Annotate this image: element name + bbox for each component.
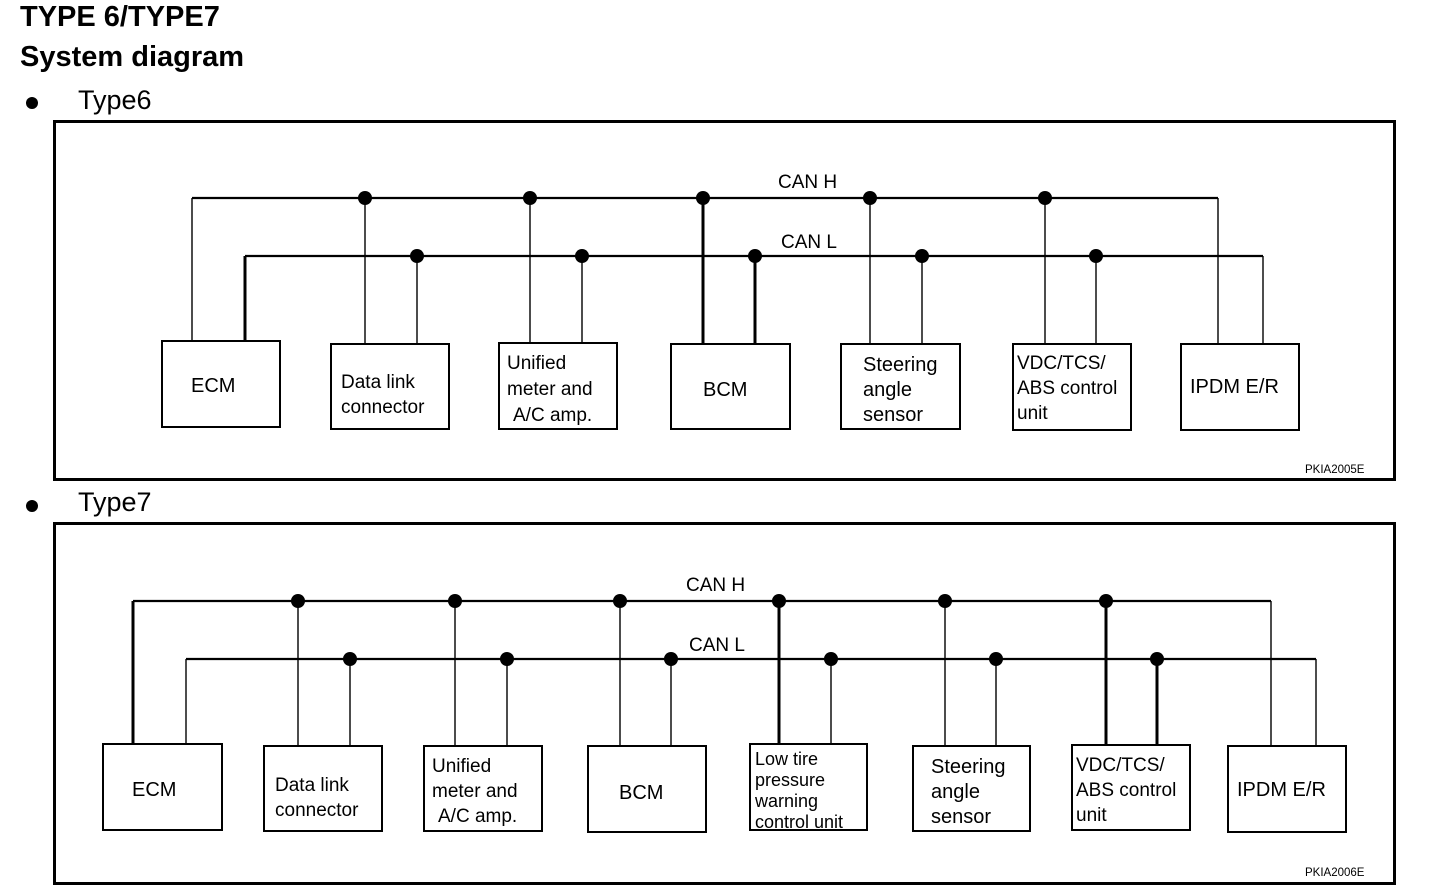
- type6-bcm-label: BCM: [703, 379, 747, 401]
- type7-bcm-label-line: BCM: [619, 782, 663, 804]
- type6-can-h-label: CAN H: [778, 172, 837, 193]
- type7-steering-angle-sensor-label-line: sensor: [931, 806, 991, 828]
- type7-unified-meter-and-a-c-amp-can-l-junction-dot: [500, 652, 514, 666]
- type7-steering-angle-sensor-can-l-junction-dot: [989, 652, 1003, 666]
- type7-data-link-connector-label: Data link connector: [275, 775, 359, 821]
- type6-steering-angle-sensor-label-line: angle: [863, 379, 912, 401]
- type6-ipdm-e-r-box: [1180, 343, 1300, 431]
- type6-data-link-connector-can-h-junction-dot: [358, 191, 372, 205]
- type7-bcm-can-l-junction-dot: [664, 652, 678, 666]
- type7-unified-meter-and-a-c-amp-can-h-junction-dot: [448, 594, 462, 608]
- type6-vdc-tcs-abs-control-unit-can-h-junction-dot: [1038, 191, 1052, 205]
- type7-ecm-label: ECM: [132, 779, 176, 801]
- type6-bcm-label-line: BCM: [703, 379, 747, 401]
- type7-bcm-can-h-junction-dot: [613, 594, 627, 608]
- type6-vdc-tcs-abs-control-unit-label-line: VDC/TCS/: [1017, 353, 1106, 374]
- type7-data-link-connector-can-l-junction-dot: [343, 652, 357, 666]
- type7-ipdm-e-r-box: [1227, 745, 1347, 833]
- type7-low-tire-pressure-warning-control-unit-can-h-junction-dot: [772, 594, 786, 608]
- type6-unified-meter-and-a-c-amp-box: [498, 342, 618, 430]
- type6-vdc-tcs-abs-control-unit-can-l-junction-dot: [1089, 249, 1103, 263]
- type7-label: Type7: [78, 487, 152, 517]
- type6-figure-code: PKIA2005E: [1305, 464, 1365, 476]
- type7-ecm-box: [102, 743, 223, 831]
- type7-low-tire-pressure-warning-control-unit-label-line: Low tire: [755, 749, 818, 769]
- type7-steering-angle-sensor-label: Steering angle sensor: [931, 756, 1006, 828]
- type7-vdc-tcs-abs-control-unit-can-h-junction-dot: [1099, 594, 1113, 608]
- type6-ipdm-e-r-label: IPDM E/R: [1190, 376, 1279, 398]
- type6-steering-angle-sensor-label-line: sensor: [863, 404, 923, 426]
- type6-unified-meter-and-a-c-amp-label-line: A/C amp.: [513, 405, 592, 426]
- type6-vdc-tcs-abs-control-unit-box: [1012, 343, 1132, 431]
- type6-vdc-tcs-abs-control-unit-label-line: unit: [1017, 403, 1048, 424]
- type6-vdc-tcs-abs-control-unit-label: VDC/TCS/ABS control unit: [1017, 353, 1117, 424]
- type7-vdc-tcs-abs-control-unit-label-line: ABS control: [1076, 780, 1176, 801]
- type6-ecm-label: ECM: [191, 375, 235, 397]
- type6-ecm-box: [161, 340, 281, 428]
- type7-low-tire-pressure-warning-control-unit-box: [749, 743, 868, 831]
- page-subtitle: System diagram: [20, 41, 245, 73]
- type6-can-l-label: CAN L: [781, 232, 837, 253]
- type7-data-link-connector-label-line: connector: [275, 800, 359, 821]
- type7-unified-meter-and-a-c-amp-label-line: Unified: [432, 756, 491, 777]
- type7-unified-meter-and-a-c-amp-label-line: A/C amp.: [438, 806, 517, 827]
- type7-data-link-connector-label-line: Data link: [275, 775, 349, 796]
- bullet-icon: [26, 97, 38, 109]
- type7-unified-meter-and-a-c-amp-label-line: meter and: [432, 781, 518, 802]
- type6-ipdm-e-r-label-line: IPDM E/R: [1190, 376, 1279, 398]
- type7-low-tire-pressure-warning-control-unit-can-l-junction-dot: [824, 652, 838, 666]
- type6-bcm-can-l-junction-dot: [748, 249, 762, 263]
- type6-steering-angle-sensor-box: [840, 343, 961, 430]
- type7-ipdm-e-r-label: IPDM E/R: [1237, 779, 1326, 801]
- type7-figure-code: PKIA2006E: [1305, 867, 1365, 879]
- type7-vdc-tcs-abs-control-unit-box: [1071, 744, 1191, 831]
- type6-steering-angle-sensor-can-h-junction-dot: [863, 191, 877, 205]
- type6-bcm-box: [670, 343, 791, 430]
- type7-data-link-connector-box: [263, 745, 383, 832]
- type6-steering-angle-sensor-label-line: Steering: [863, 354, 938, 376]
- type6-diagram-frame: [53, 120, 1396, 481]
- type6-data-link-connector-box: [330, 343, 450, 430]
- type6-data-link-connector-can-l-junction-dot: [410, 249, 424, 263]
- type6-label: Type6: [78, 85, 152, 115]
- type6-data-link-connector-label: Data link connector: [341, 372, 425, 418]
- type7-can-h-label: CAN H: [686, 575, 745, 596]
- type7-diagram-frame: [53, 522, 1396, 885]
- type7-data-link-connector-can-h-junction-dot: [291, 594, 305, 608]
- page-title: TYPE 6/TYPE7: [20, 1, 220, 33]
- type6-data-link-connector-label-line: Data link: [341, 372, 415, 393]
- type7-low-tire-pressure-warning-control-unit-label-line: control unit: [755, 812, 843, 832]
- type7-vdc-tcs-abs-control-unit-can-l-junction-dot: [1150, 652, 1164, 666]
- type6-bcm-can-h-junction-dot: [696, 191, 710, 205]
- type6-unified-meter-and-a-c-amp-can-l-junction-dot: [575, 249, 589, 263]
- type7-steering-angle-sensor-label-line: angle: [931, 781, 980, 803]
- type7-unified-meter-and-a-c-amp-box: [423, 745, 543, 832]
- type7-bcm-box: [587, 745, 707, 833]
- type6-vdc-tcs-abs-control-unit-label-line: ABS control: [1017, 378, 1117, 399]
- type6-steering-angle-sensor-can-l-junction-dot: [915, 249, 929, 263]
- type7-steering-angle-sensor-can-h-junction-dot: [938, 594, 952, 608]
- type6-ecm-label-line: ECM: [191, 375, 235, 397]
- type7-vdc-tcs-abs-control-unit-label-line: VDC/TCS/: [1076, 755, 1165, 776]
- type7-vdc-tcs-abs-control-unit-label: VDC/TCS/ABS control unit: [1076, 755, 1176, 826]
- type6-steering-angle-sensor-label: Steering angle sensor: [863, 354, 938, 426]
- type7-ipdm-e-r-label-line: IPDM E/R: [1237, 779, 1326, 801]
- type6-unified-meter-and-a-c-amp-label-line: Unified: [507, 353, 566, 374]
- type7-bcm-label: BCM: [619, 782, 663, 804]
- type7-low-tire-pressure-warning-control-unit-label-line: pressure: [755, 770, 825, 790]
- type6-unified-meter-and-a-c-amp-label-line: meter and: [507, 379, 593, 400]
- type7-ecm-label-line: ECM: [132, 779, 176, 801]
- type7-can-l-label: CAN L: [689, 635, 745, 656]
- type7-low-tire-pressure-warning-control-unit-label-line: warning: [754, 791, 818, 811]
- type7-steering-angle-sensor-label-line: Steering: [931, 756, 1006, 778]
- type6-unified-meter-and-a-c-amp-can-h-junction-dot: [523, 191, 537, 205]
- bullet-icon: [26, 500, 38, 512]
- type7-vdc-tcs-abs-control-unit-label-line: unit: [1076, 805, 1107, 826]
- type7-steering-angle-sensor-box: [912, 745, 1031, 832]
- type6-data-link-connector-label-line: connector: [341, 397, 425, 418]
